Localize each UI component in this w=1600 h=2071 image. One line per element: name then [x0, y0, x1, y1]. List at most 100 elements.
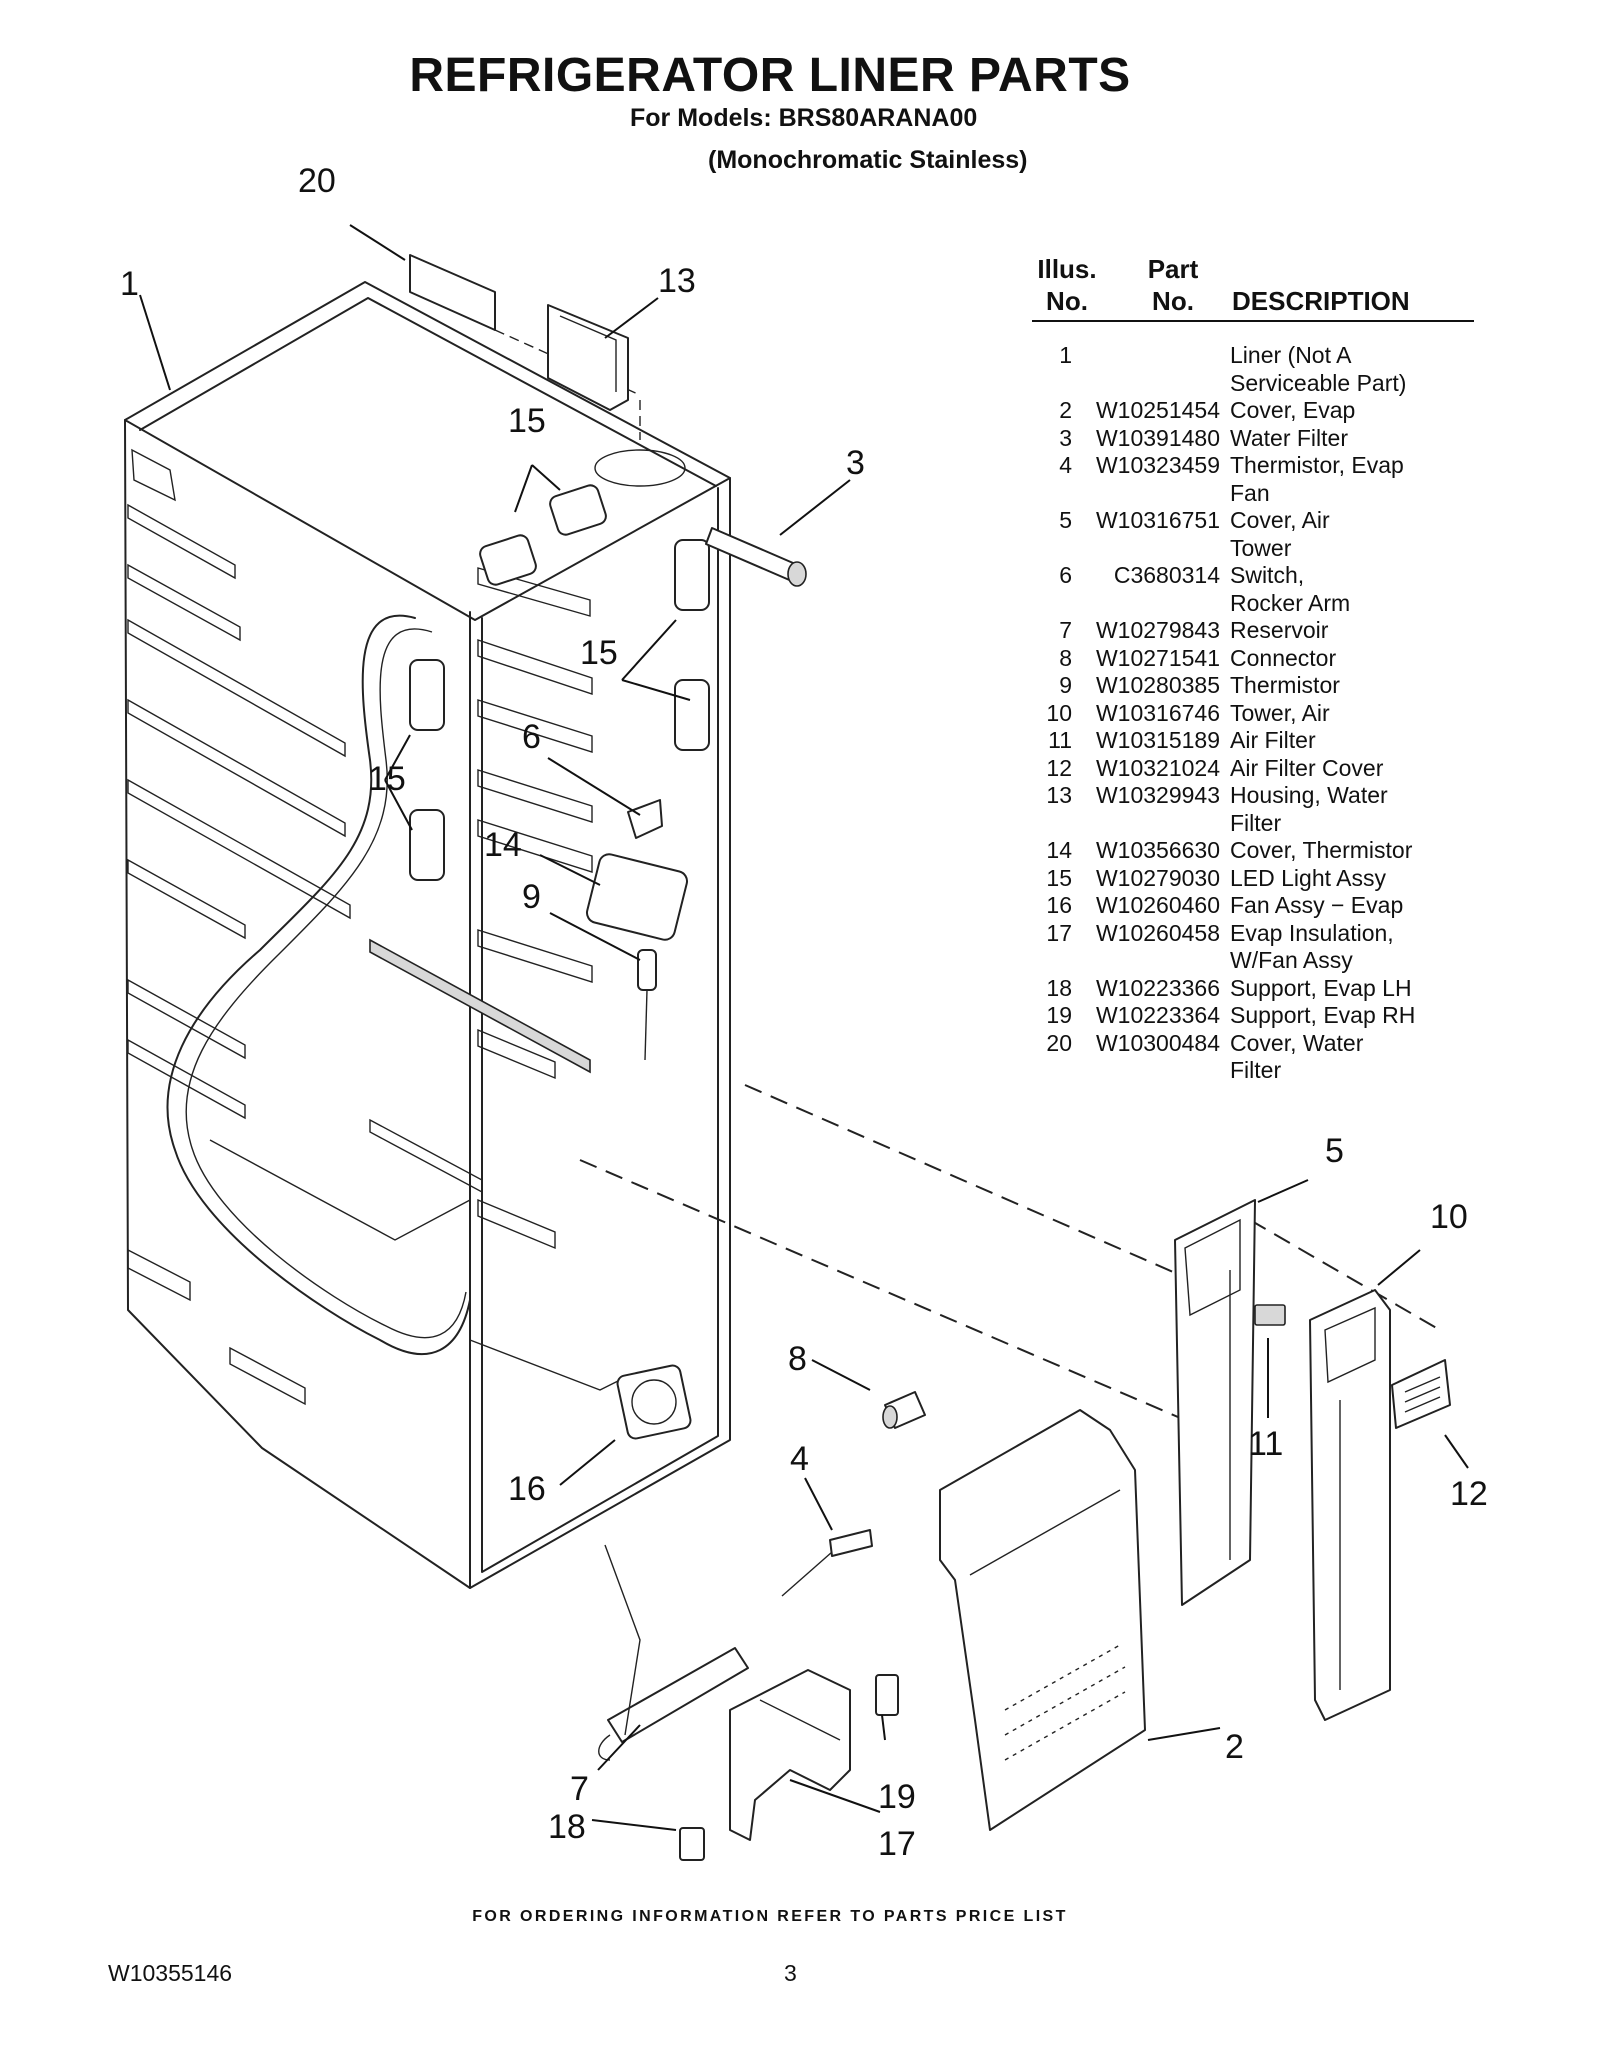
table-row: 1 Liner (Not A Serviceable Part)	[1032, 342, 1474, 397]
rocker-switch-part	[627, 799, 663, 839]
row-part-number: W10329943	[1095, 782, 1220, 808]
callout-15a: 15	[508, 402, 546, 440]
row-part-number: W10391480	[1095, 424, 1220, 451]
row-part-number: W10279843	[1095, 617, 1220, 643]
row-part-number: W10260458	[1095, 919, 1220, 946]
callout-12: 12	[1450, 1475, 1488, 1513]
row-part-number: W10316746	[1095, 699, 1220, 726]
table-row: 16 W10260460 Fan Assy − Evap	[1032, 892, 1474, 920]
row-illus-number: 16	[1046, 892, 1072, 918]
callout-labels: 1 2 3 4 5 6 7 8 9 10 11 12 13 14 15 15 1…	[120, 162, 1488, 1863]
row-description: Water Filter	[1230, 424, 1348, 451]
row-description: Evap Insulation, W/Fan Assy	[1230, 919, 1394, 974]
evap-cover-part	[939, 1409, 1146, 1831]
callout-16: 16	[508, 1470, 546, 1508]
row-part-number: W10321024	[1095, 754, 1220, 781]
row-illus-number: 13	[1046, 782, 1072, 808]
row-part-number: W10280385	[1095, 672, 1220, 698]
callout-20: 20	[298, 162, 336, 200]
evap-insulation-part	[729, 1669, 851, 1841]
row-description: Fan Assy − Evap	[1230, 892, 1404, 918]
table-row: 7 W10279843 Reservoir	[1032, 617, 1474, 645]
row-description: LED Light Assy	[1230, 864, 1386, 891]
row-part-number: W10271541	[1095, 644, 1220, 671]
callout-3: 3	[846, 444, 865, 482]
reservoir-part	[598, 1544, 749, 1761]
callout-1: 1	[120, 265, 139, 303]
callout-7: 7	[570, 1770, 589, 1808]
row-illus-number: 15	[1046, 864, 1072, 891]
table-row: 14 W10356630 Cover, Thermistor	[1032, 837, 1474, 865]
callout-9: 9	[522, 878, 541, 916]
row-part-number: W10300484	[1095, 1029, 1220, 1056]
callout-13: 13	[658, 262, 696, 300]
water-filter-housing-part	[547, 304, 641, 440]
row-illus-number: 7	[1059, 617, 1072, 643]
table-row: 10 W10316746 Tower, Air	[1032, 700, 1474, 728]
callout-14: 14	[484, 826, 522, 864]
row-part-number: W10260460	[1095, 892, 1220, 918]
row-part-number: W10279030	[1095, 864, 1220, 891]
callout-5: 5	[1325, 1132, 1344, 1170]
row-part-number: W10323459	[1095, 452, 1220, 478]
fan-assy-part	[616, 1364, 692, 1440]
row-description: Connector	[1230, 644, 1337, 671]
header-part-no: No.	[1152, 286, 1194, 316]
table-row: 4 W10323459 Thermistor, Evap Fan	[1032, 452, 1474, 507]
evap-support-lh-part	[679, 1827, 705, 1861]
callout-15c: 15	[368, 760, 406, 798]
led-light-parts	[409, 484, 710, 881]
row-illus-number: 17	[1046, 919, 1072, 946]
evap-support-rh-part	[875, 1674, 899, 1716]
callout-2: 2	[1225, 1728, 1244, 1766]
row-illus-number: 5	[1059, 507, 1072, 533]
row-part-number: W10356630	[1095, 837, 1220, 863]
row-illus-number: 3	[1059, 424, 1072, 451]
row-illus-number: 1	[1059, 342, 1072, 368]
row-illus-number: 6	[1059, 562, 1072, 588]
row-description: Support, Evap RH	[1230, 1002, 1416, 1028]
table-row: 3 W10391480 Water Filter	[1032, 425, 1474, 453]
connector-part	[882, 1391, 926, 1429]
table-row: 8 W10271541 Connector	[1032, 645, 1474, 673]
callout-10: 10	[1430, 1198, 1468, 1236]
air-tower-cover-part	[1174, 1199, 1256, 1606]
row-description: Housing, Water Filter	[1230, 782, 1388, 836]
row-description: Reservoir	[1230, 617, 1329, 643]
row-illus-number: 19	[1046, 1002, 1072, 1028]
row-description: Cover, Thermistor	[1230, 837, 1413, 863]
header-illus: Illus.	[1037, 254, 1097, 284]
row-description: Thermistor, Evap Fan	[1230, 452, 1404, 506]
callout-8: 8	[788, 1340, 807, 1378]
row-illus-number: 18	[1046, 974, 1072, 1001]
row-description: Air Filter	[1230, 727, 1316, 753]
table-row: 13 W10329943 Housing, Water Filter	[1032, 782, 1474, 837]
row-illus-number: 12	[1046, 754, 1072, 781]
row-illus-number: 14	[1046, 837, 1072, 863]
liner-drawing	[124, 281, 731, 1589]
page-title: REFRIGERATOR LINER PARTS	[409, 49, 1131, 102]
row-description: Liner (Not A Serviceable Part)	[1230, 342, 1407, 396]
row-part-number	[1080, 342, 1230, 397]
row-description: Tower, Air	[1230, 699, 1330, 726]
header-part: Part	[1147, 254, 1199, 284]
table-row: 17 W10260458 Evap Insulation, W/Fan Assy	[1032, 920, 1474, 975]
row-illus-number: 8	[1059, 644, 1072, 671]
row-part-number: W10251454	[1095, 397, 1220, 423]
header-description: DESCRIPTION	[1232, 286, 1410, 316]
row-illus-number: 10	[1046, 699, 1072, 726]
row-illus-number: 4	[1059, 452, 1072, 478]
air-tower-part	[1309, 1289, 1391, 1721]
thermistor-part	[637, 949, 657, 1061]
water-filter-cover-part	[409, 254, 496, 331]
